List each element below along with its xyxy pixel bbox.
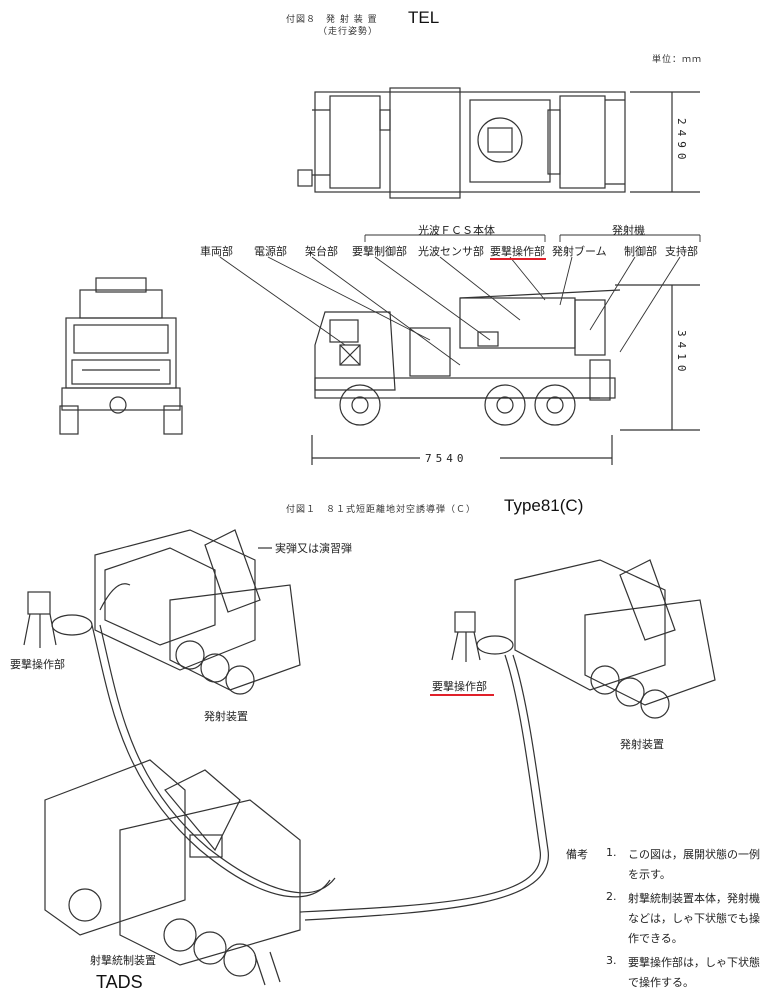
label-launcher-left: 発射装置 — [204, 710, 248, 723]
note-3-line-1: 要撃操作部は，しゃ下状態 — [628, 956, 760, 969]
label-fire-control: 射撃統制装置 — [90, 954, 156, 967]
label-control: 制御部 — [624, 245, 657, 258]
operator-station-right — [451, 611, 514, 662]
note-2-line-1: 射撃統制装置本体，発射機 — [628, 892, 760, 905]
figure8-title: 付図８ 発 射 装 置 — [286, 15, 378, 25]
width-dimension: 2490 — [675, 118, 688, 165]
notes-heading: 備考 — [566, 848, 588, 861]
label-vehicle: 車両部 — [200, 245, 233, 258]
height-dimension: 3410 — [675, 330, 688, 377]
tel-top-view — [297, 87, 626, 199]
label-intercept-control: 要撃制御部 — [352, 245, 407, 258]
length-dimension: 7540 — [425, 452, 468, 465]
label-launch-boom: 発射ブーム — [552, 245, 607, 258]
note-3-number: 3. — [606, 954, 617, 967]
note-2-line-3: 作できる。 — [628, 932, 683, 945]
note-2-line-2: などは，しゃ下状態でも操 — [628, 912, 760, 925]
unit-label: 単位：ｍｍ — [652, 55, 703, 65]
label-optical-sensor: 光波センサ部 — [418, 245, 484, 258]
type81-title: Type81(C) — [504, 496, 584, 515]
highlight-underline-top — [490, 258, 546, 260]
operator-station-left — [23, 591, 93, 648]
note-2-number: 2. — [606, 890, 617, 903]
note-1-number: 1. — [606, 846, 617, 859]
label-operator-left: 要撃操作部 — [10, 658, 65, 671]
figure8-subtitle: （走行姿勢） — [318, 27, 379, 37]
launcher-right — [514, 559, 716, 719]
label-launcher-right: 発射装置 — [620, 738, 664, 751]
highlight-underline-bottom — [430, 694, 494, 696]
note-1-line-1: この図は，展開状態の一例 — [628, 848, 760, 861]
note-1-line-2: を示す。 — [628, 868, 671, 881]
tads-vehicle — [44, 759, 301, 986]
launcher-left — [94, 529, 301, 695]
group-label-launcher: 発射機 — [612, 224, 645, 237]
label-power: 電源部 — [254, 245, 287, 258]
label-mount: 架台部 — [305, 245, 338, 258]
label-support: 支持部 — [665, 245, 698, 258]
label-live-missile: 実弾又は演習弾 — [275, 542, 352, 555]
label-intercept-operation: 要撃操作部 — [490, 245, 545, 258]
group-label-fcs: 光波ＦＣＳ本体 — [418, 224, 495, 237]
tads-title: TADS — [96, 972, 143, 992]
note-3-line-2: で操作する。 — [628, 976, 694, 989]
tel-side-view — [314, 289, 621, 426]
label-operator-right: 要撃操作部 — [432, 680, 487, 693]
tel-front-view — [59, 277, 183, 435]
tel-title: TEL — [408, 8, 440, 27]
figure1-title: 付図１ ８１式短距離地対空誘導弾（Ｃ） — [286, 505, 477, 515]
